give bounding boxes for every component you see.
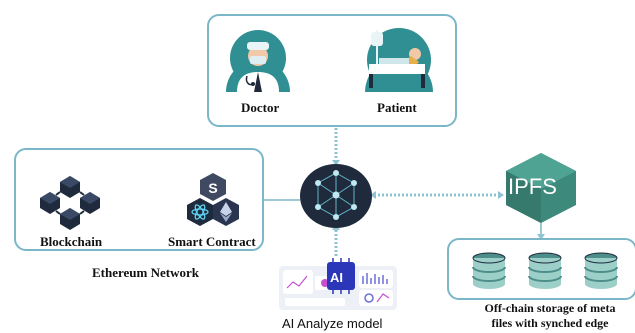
svg-text:S: S: [208, 180, 217, 196]
database-icon: [584, 252, 618, 289]
doctor-patient-box: Doctor Patient: [207, 14, 457, 127]
ethereum-network-box: Blockchain S Smart Contract: [14, 148, 264, 251]
patient-label: Patient: [377, 100, 417, 115]
database-icon: [528, 252, 562, 289]
database-icon: [472, 252, 506, 289]
database-icons: [471, 252, 621, 290]
ethereum-network-label: Ethereum Network: [92, 265, 199, 280]
blockchain-icon: [30, 174, 110, 232]
storage-caption-line1: Off-chain storage of meta: [484, 301, 616, 315]
storage-caption-line2: files with synched edge: [491, 316, 609, 330]
arrowhead-down: [332, 160, 340, 166]
storage-box: [447, 238, 635, 300]
doctor-label: Doctor: [241, 100, 280, 115]
blockchain-label: Blockchain: [40, 234, 103, 249]
smart-contract-label: Smart Contract: [168, 234, 256, 249]
storage-caption: Off-chain storage of meta files with syn…: [466, 301, 634, 331]
patient-icon: [359, 26, 437, 92]
ipfs-icon: [503, 151, 579, 225]
network-hub-icon: [299, 163, 373, 229]
smart-contract-icon: S: [182, 172, 244, 232]
arrowhead-down: [537, 234, 545, 240]
arrowhead-left: [370, 191, 376, 199]
ai-dashboard-icon: [275, 258, 401, 312]
ipfs-label: IPFS: [508, 174, 557, 199]
doctor-icon: [223, 30, 293, 92]
ai-caption: AI Analyze model: [282, 316, 383, 331]
arrowhead-right: [498, 191, 504, 199]
ai-chip-label: AI: [330, 270, 343, 285]
